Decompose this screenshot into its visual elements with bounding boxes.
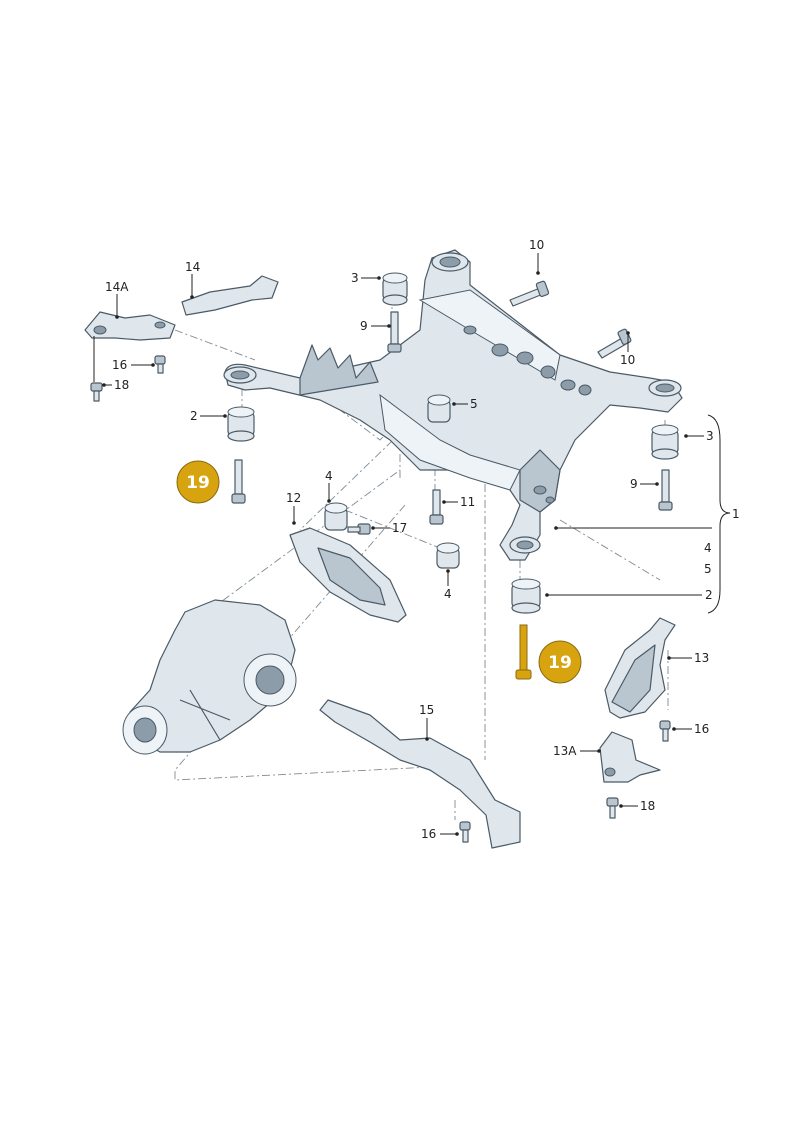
callout-3-right: 3 [706, 429, 714, 443]
callout-18-right: 18 [640, 799, 655, 813]
bushing-2-right [511, 578, 541, 614]
callout-17: 17 [392, 521, 407, 535]
badge-19-right: 19 [538, 640, 582, 684]
bolt-19-right [515, 624, 532, 680]
leader-lines [93, 253, 731, 836]
callout-16-right: 16 [694, 722, 709, 736]
callout-10-mid: 10 [620, 353, 635, 367]
callout-11: 11 [460, 495, 475, 509]
bolt-19-left [231, 459, 246, 504]
callout-2-right: 2 [705, 588, 713, 602]
callout-14A: 14A [105, 280, 129, 294]
differential-housing [122, 599, 297, 755]
bolt-9-right [658, 469, 673, 511]
bolt-17 [347, 523, 371, 535]
callout-18-left: 18 [114, 378, 129, 392]
bolt-11 [429, 489, 444, 525]
bushing-2-left [227, 406, 255, 442]
bushing-3-right [651, 424, 679, 460]
callout-9-top: 9 [360, 319, 368, 333]
callout-4-low: 4 [444, 587, 452, 601]
badge-19-left-text: 19 [186, 473, 210, 493]
bushing-4-lower [436, 542, 460, 569]
mount-plate-12 [289, 527, 407, 623]
callout-1: 1 [732, 507, 740, 521]
callout-4-right: 4 [704, 541, 712, 555]
bushing-3-top [382, 272, 408, 306]
bracket-14 [181, 275, 279, 316]
bolt-16-left [154, 355, 166, 374]
bracket-13A [599, 731, 661, 783]
bracket-13 [604, 617, 676, 719]
callout-13A: 13A [553, 744, 577, 758]
callout-9-right: 9 [630, 477, 638, 491]
bolt-18-right [606, 797, 619, 819]
callout-4-mid: 4 [325, 469, 333, 483]
callout-3-top: 3 [351, 271, 359, 285]
callout-10-top: 10 [529, 238, 544, 252]
callout-13: 13 [694, 651, 709, 665]
bolt-16-right [659, 720, 671, 742]
bolt-10-top [509, 280, 550, 307]
bushing-5 [427, 394, 451, 423]
heat-shield-15 [319, 699, 521, 849]
callout-15: 15 [419, 703, 434, 717]
callout-5-right: 5 [704, 562, 712, 576]
callout-14: 14 [185, 260, 200, 274]
callout-16-bottom: 16 [421, 827, 436, 841]
bracket-14A [84, 311, 176, 341]
callout-16-left: 16 [112, 358, 127, 372]
badge-19-right-text: 19 [548, 653, 572, 673]
callout-12: 12 [286, 491, 301, 505]
badge-19-left: 19 [176, 460, 220, 504]
bolt-16-bottom [459, 821, 471, 843]
bushing-4-upper [324, 502, 348, 531]
callout-2-left: 2 [190, 409, 198, 423]
bolt-9-top [387, 311, 402, 353]
callout-5-mid: 5 [470, 397, 478, 411]
callout-labels: 1 2 2 3 3 4 4 4 5 5 9 9 10 10 11 12 13 1… [105, 238, 740, 841]
bolt-18-left [90, 382, 103, 402]
